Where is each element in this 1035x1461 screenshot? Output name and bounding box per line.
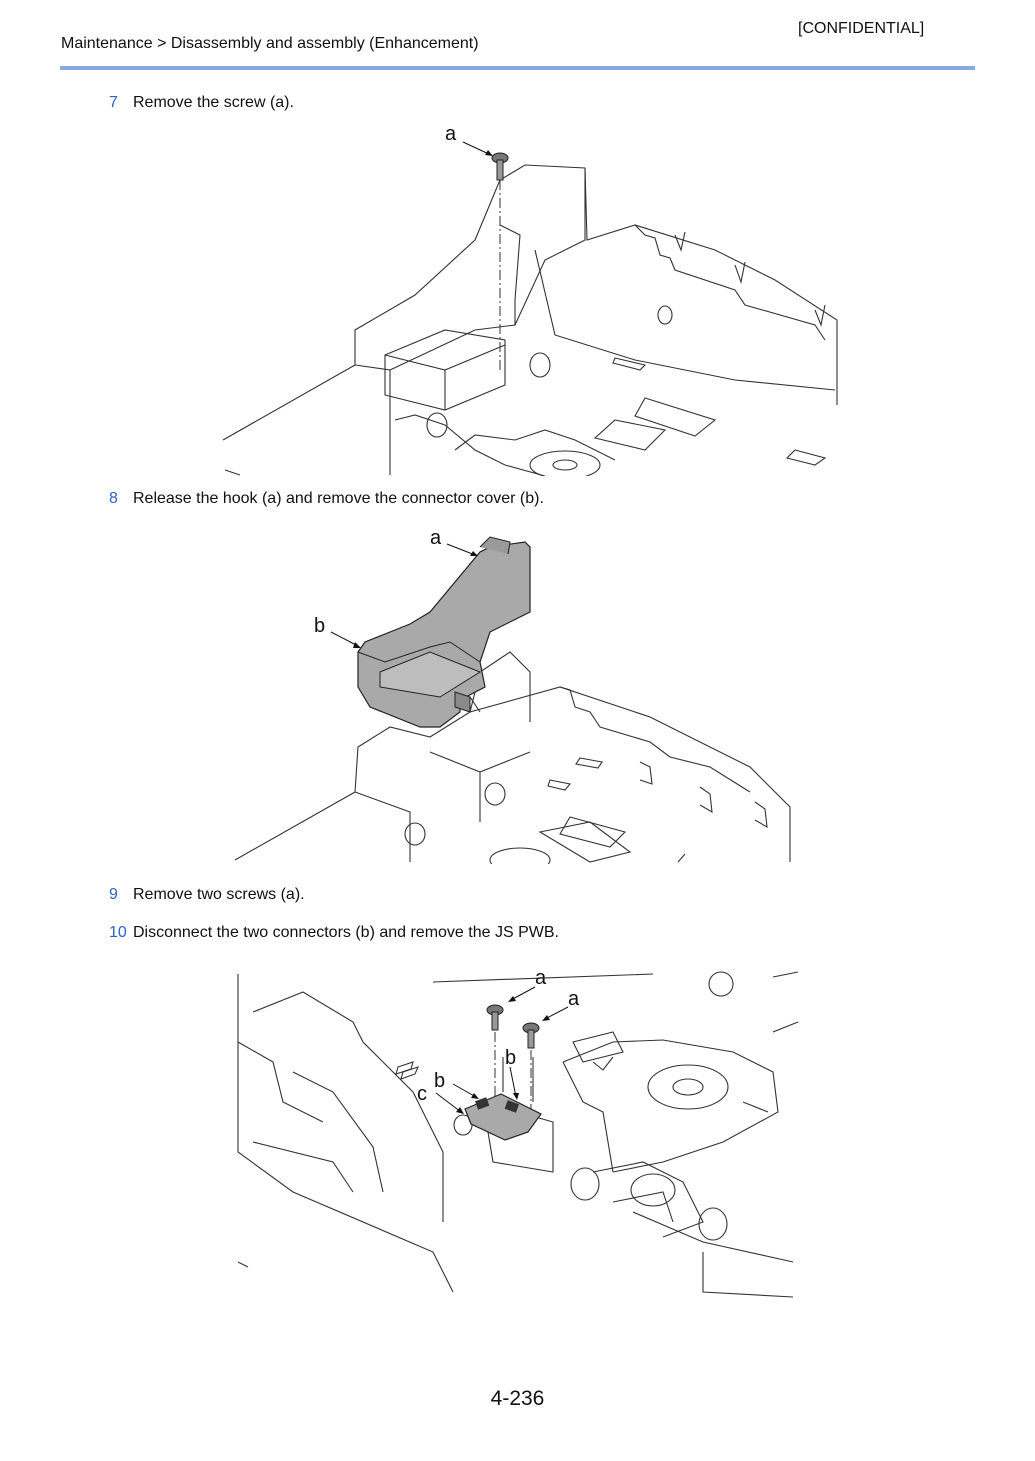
step-text: Remove two screws (a). [133, 886, 305, 903]
callout-b: b [314, 615, 325, 637]
step-text: Disconnect the two connectors (b) and re… [133, 924, 559, 941]
step-number: 8 [109, 490, 118, 507]
connector-b [474, 1097, 490, 1110]
figure-2-illustration: a b [234, 527, 791, 864]
breadcrumb: Maintenance > Disassembly and assembly (… [61, 35, 479, 52]
callout-b: b [434, 1070, 445, 1092]
confidential-label: [CONFIDENTIAL] [798, 20, 925, 37]
step-7: 7 Remove the screw (a). [109, 94, 294, 112]
callout-a: a [445, 123, 457, 145]
header-rule [60, 66, 975, 70]
screw-icon [486, 1004, 504, 1031]
step-number: 10 [109, 924, 127, 941]
step-number: 9 [109, 886, 118, 903]
step-8: 8 Release the hook (a) and remove the con… [109, 490, 544, 508]
step-9: 9 Remove two screws (a). [109, 886, 305, 904]
connector-b [504, 1100, 520, 1113]
figure-3-illustration: a a b b c [237, 967, 799, 1298]
figure-1-illustration: a [222, 123, 838, 476]
screw-icon [491, 152, 509, 181]
figure-connector-cover: a b [230, 522, 795, 864]
step-number: 7 [109, 94, 118, 111]
step-text: Remove the screw (a). [133, 94, 294, 111]
callout-a: a [430, 527, 442, 549]
callout-a: a [568, 988, 580, 1010]
step-10: 10 Disconnect the two connectors (b) and … [109, 924, 559, 942]
step-text: Release the hook (a) and remove the conn… [133, 490, 544, 507]
callout-c: c [417, 1083, 427, 1105]
callout-b: b [505, 1047, 516, 1069]
screw-icon [522, 1022, 540, 1049]
page-number: 4-236 [490, 1387, 545, 1410]
callout-a: a [535, 967, 547, 989]
figure-remove-screw: a [215, 120, 845, 476]
figure-js-pwb: a a b b c [233, 962, 803, 1298]
connector-cover [357, 541, 531, 728]
